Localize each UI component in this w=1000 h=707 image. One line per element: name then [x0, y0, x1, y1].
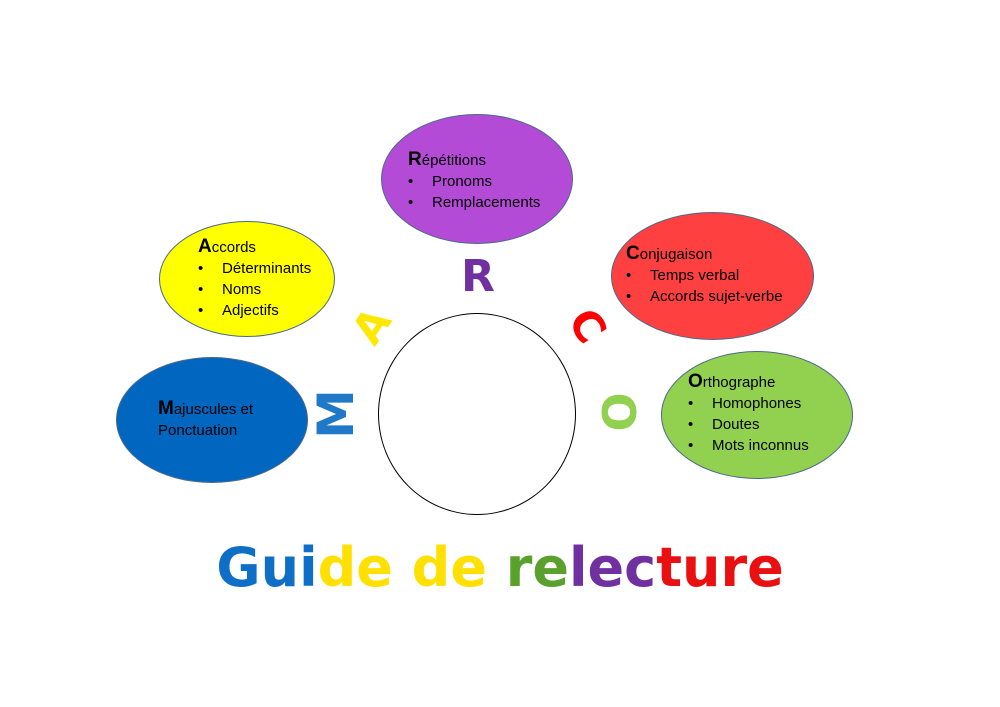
- letter-c: C: [558, 299, 617, 352]
- conjugaison-text: Conjugaison Temps verbal Accords sujet-v…: [626, 243, 783, 307]
- letter-o: O: [591, 392, 645, 432]
- center-circle: [378, 313, 576, 515]
- title-segment: re: [505, 536, 570, 599]
- orthographe-item: Homophones: [688, 393, 809, 414]
- conjugaison-initial: C: [626, 243, 640, 264]
- orthographe-item: Doutes: [688, 414, 809, 435]
- title-segment: Gui: [216, 536, 318, 599]
- accords-item: Déterminants: [198, 258, 311, 279]
- majuscules-text: Majuscules et Ponctuation: [158, 398, 253, 441]
- accords-item: Adjectifs: [198, 300, 311, 321]
- majuscules-heading: ajuscules et: [173, 401, 254, 418]
- letter-m: M: [307, 389, 365, 439]
- majuscules-bubble: [116, 357, 308, 483]
- title-segment: de: [317, 536, 393, 599]
- repetitions-item: Pronoms: [408, 171, 540, 192]
- page-title: Guide de relecture: [0, 536, 1000, 599]
- title-segment: lec: [569, 536, 657, 599]
- orthographe-text: Orthographe Homophones Doutes Mots incon…: [688, 371, 809, 456]
- orthographe-item: Mots inconnus: [688, 435, 809, 456]
- repetitions-text: Répétitions Pronoms Remplacements: [408, 149, 540, 213]
- accords-item: Noms: [198, 279, 311, 300]
- conjugaison-item: Temps verbal: [626, 265, 783, 286]
- conjugaison-heading: onjugaison: [639, 246, 713, 263]
- ponctuation-line: Ponctuation: [158, 422, 238, 439]
- orthographe-heading: rthographe: [702, 374, 776, 391]
- title-segment: [487, 536, 506, 599]
- repetitions-initial: R: [408, 149, 422, 170]
- repetitions-heading: épétitions: [421, 152, 486, 169]
- title-segment: de: [411, 536, 487, 599]
- majuscules-initial: M: [158, 398, 174, 419]
- title-segment: [393, 536, 412, 599]
- conjugaison-item: Accords sujet-verbe: [626, 286, 783, 307]
- accords-text: Accords Déterminants Noms Adjectifs: [198, 236, 311, 321]
- accords-heading: ccords: [211, 239, 256, 256]
- orthographe-initial: O: [688, 371, 703, 392]
- title-segment: ture: [656, 536, 784, 599]
- accords-initial: A: [198, 236, 212, 257]
- letter-a: A: [342, 298, 401, 353]
- letter-r: R: [461, 251, 495, 302]
- repetitions-item: Remplacements: [408, 192, 540, 213]
